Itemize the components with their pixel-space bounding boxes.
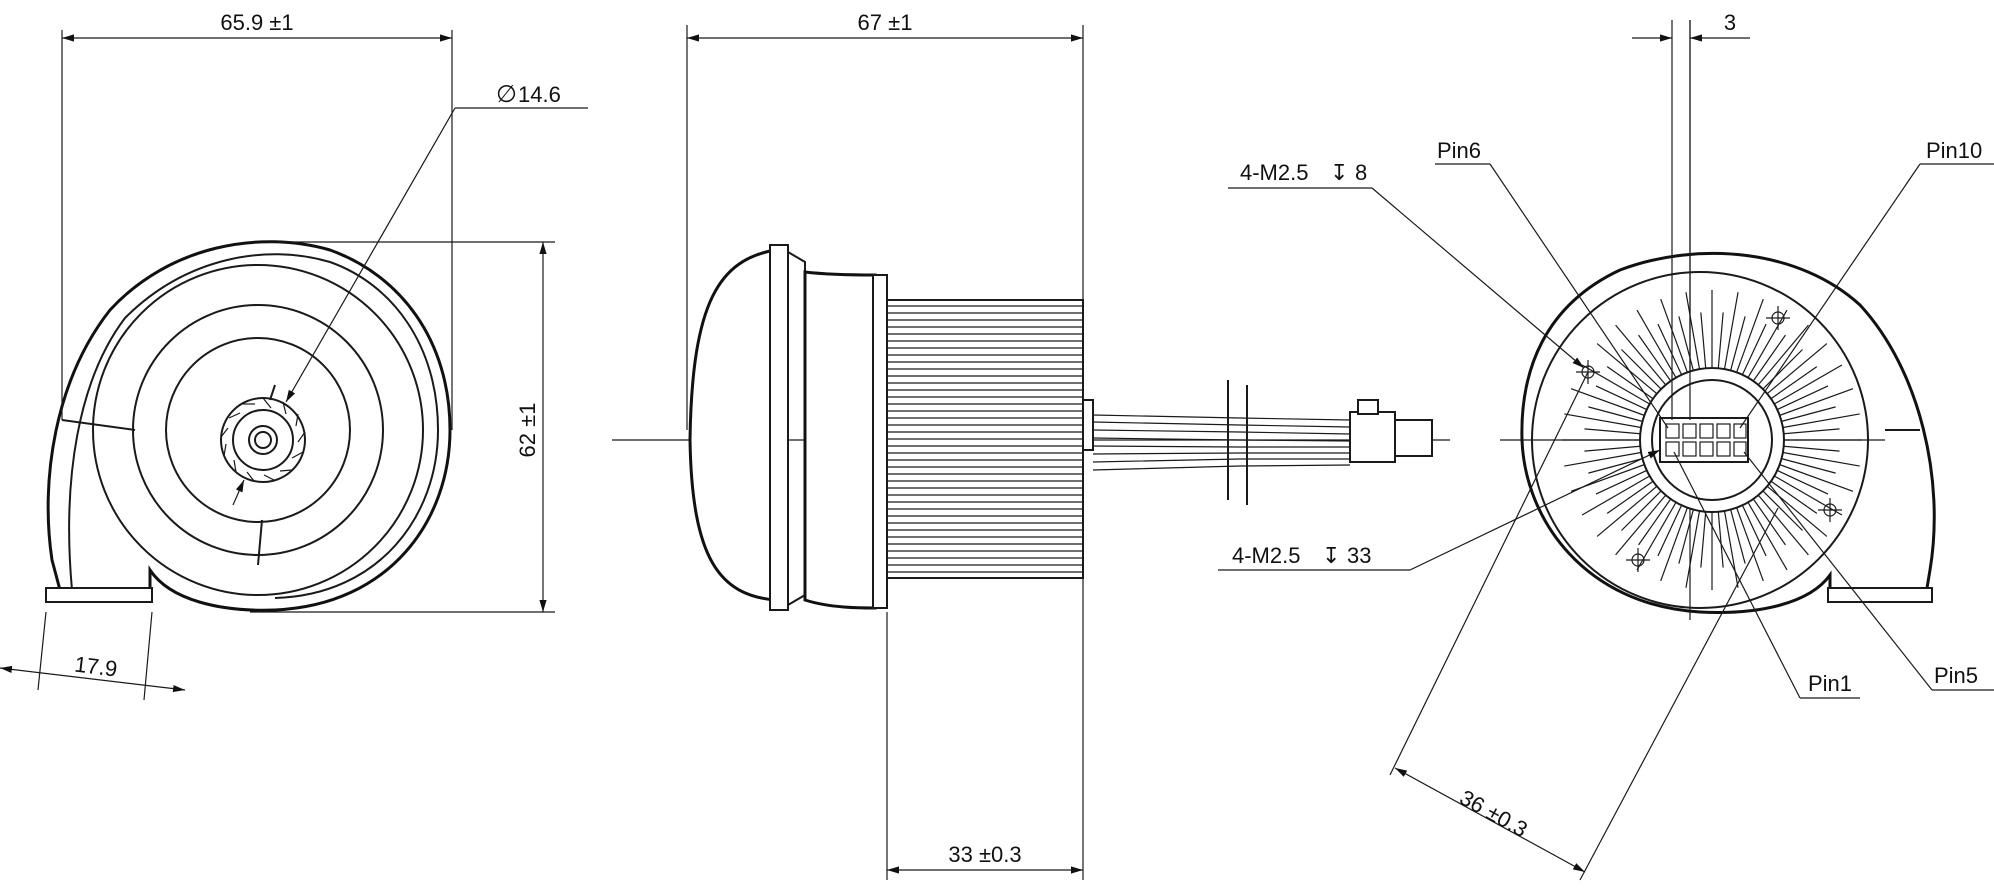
thread-bottom-depth-symbol: ↧ <box>1322 543 1340 568</box>
housing-inner-outline <box>68 253 440 599</box>
pin-header <box>1659 417 1749 463</box>
thread-bottom-label: 4-M2.5 <box>1232 543 1300 568</box>
mount-hole-1 <box>1766 306 1790 330</box>
pin-offset-dim-label: 3 <box>1724 10 1736 35</box>
thread-top-label: 4-M2.5 <box>1240 160 1308 185</box>
pin5-label: Pin5 <box>1934 663 1978 688</box>
thread-top-depth: 8 <box>1355 160 1367 185</box>
lead-wires <box>1092 414 1351 471</box>
pin1-label: Pin1 <box>1808 671 1852 696</box>
outlet-ext-right <box>143 611 153 701</box>
cooling-fins <box>886 299 1084 579</box>
hole-spacing-dim-line <box>1394 767 1586 873</box>
side-view: 67 ±1 33 ±0.3 <box>612 10 1450 880</box>
housing-ring-2 <box>132 304 384 556</box>
outlet-seam <box>61 419 136 431</box>
outlet-dim-line <box>0 665 186 693</box>
rear-housing-ring <box>1531 271 1869 609</box>
thread-bottom-depth: 33 <box>1347 543 1371 568</box>
thread-top-depth-symbol: ↧ <box>1330 160 1348 185</box>
hole-spacing-dim-label: 36 ±0.3 <box>1456 785 1532 842</box>
height-dim-label: 62 ±1 <box>515 403 540 458</box>
connector-plug <box>1394 419 1433 457</box>
pin6-leader <box>1489 163 1669 429</box>
rear-cap <box>1082 399 1094 451</box>
volute-cutoff <box>257 384 276 566</box>
outlet-dim-label: 17.9 <box>73 652 119 682</box>
pin10-leader <box>1739 163 1921 429</box>
heat-sink <box>1562 290 1862 590</box>
mount-hole-4 <box>1626 548 1650 572</box>
diameter-symbol: ∅ <box>496 81 517 108</box>
housing-ring-3 <box>165 337 351 523</box>
hole-spacing-ext-2 <box>1579 507 1779 881</box>
length-dim-label: 67 ±1 <box>858 10 913 35</box>
flange <box>769 244 789 611</box>
pin5-leader <box>1743 451 1933 691</box>
wire-connector <box>1349 411 1396 463</box>
motor-housing <box>803 270 877 610</box>
impeller-inner <box>232 409 294 471</box>
flange-cap <box>787 251 806 606</box>
blower-housing-outline <box>46 240 452 612</box>
width-dim-label: 65.9 ±1 <box>220 10 293 35</box>
diameter-leader-return <box>232 479 245 506</box>
thread-bottom-leader <box>1409 449 1661 571</box>
outlet-foot-left <box>45 587 153 603</box>
outlet-ext-left <box>37 611 47 691</box>
diameter-dim-label: 14.6 <box>518 82 561 107</box>
shaft-hub <box>248 425 278 455</box>
shaft <box>254 431 272 449</box>
connector-latch <box>1357 399 1379 415</box>
pin10-label: Pin10 <box>1926 138 1982 163</box>
mount-hole-3 <box>1818 498 1842 522</box>
hole-spacing-ext-1 <box>1389 371 1589 776</box>
rear-housing-outline <box>1520 251 1936 614</box>
front-dome <box>688 248 777 602</box>
impeller-blades <box>220 397 306 482</box>
housing-ring-1 <box>92 264 424 596</box>
diameter-leader-diag <box>285 107 456 403</box>
pin-grid <box>1665 423 1747 457</box>
front-view: 65.9 ±1 62 ±1 ∅ 14.6 17.9 <box>0 10 588 701</box>
pin6-label: Pin6 <box>1437 138 1481 163</box>
thread-top-leader <box>1371 187 1585 369</box>
pin1-leader <box>1673 451 1801 699</box>
motor-collar <box>872 274 888 609</box>
rear-view: 3 4-M2.5 ↧ 8 4-M2.5 ↧ 33 Pin6 Pin10 Pin1… <box>1218 10 1994 881</box>
outlet-foot-right <box>1827 587 1933 603</box>
body-dim-label: 33 ±0.3 <box>948 842 1021 867</box>
